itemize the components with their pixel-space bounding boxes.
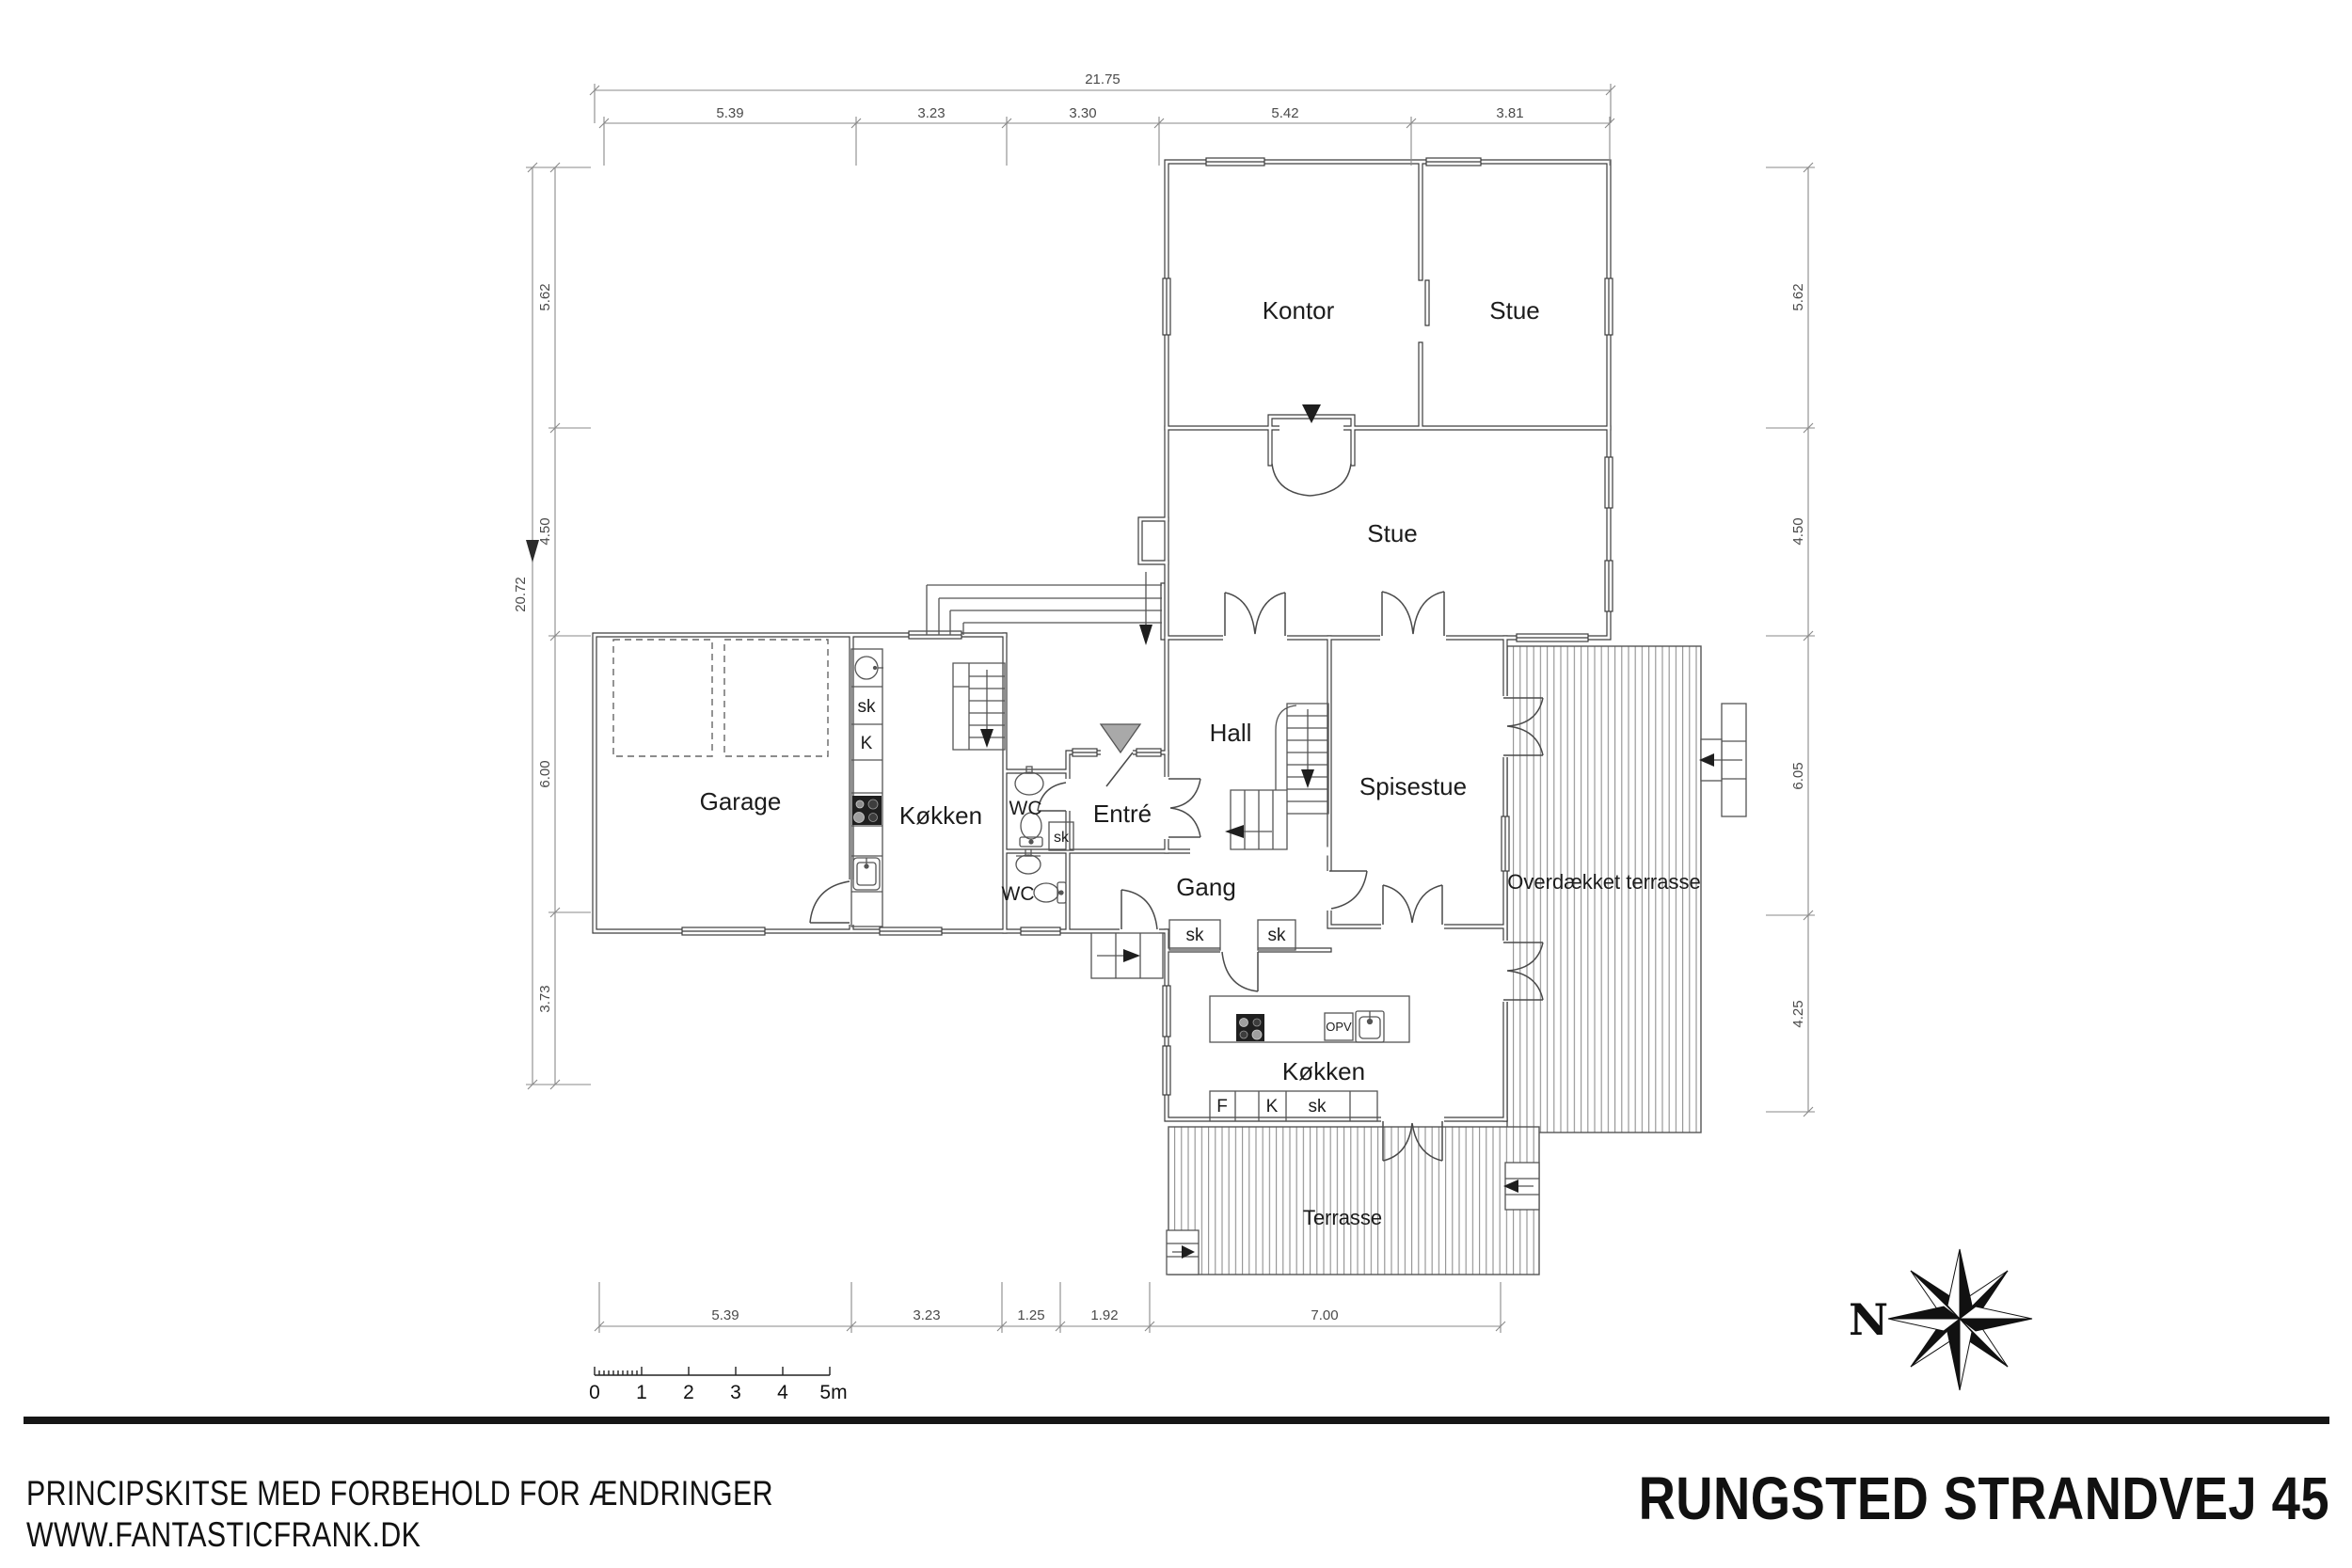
dim-right-seg-2: 6.05	[1790, 762, 1806, 789]
west-steps	[1090, 932, 1164, 979]
room-label-kokken-south: Køkken	[1282, 1057, 1365, 1085]
dim-right-seg-1: 4.50	[1790, 517, 1806, 545]
footer-website-text: WWW.FANTASTICFRANK.DK	[26, 1515, 421, 1554]
deck-overdaekket-terrasse	[1506, 645, 1702, 1133]
scale-label-2: 2	[683, 1382, 694, 1403]
windows	[681, 157, 1613, 1096]
fridge-label-k-counter: K	[861, 734, 873, 753]
dimension-lines	[526, 84, 1815, 1333]
dim-bottom-seg-4: 7.00	[1311, 1307, 1338, 1323]
entrance-arrow	[1099, 723, 1142, 754]
terrasse-steps-right	[1503, 1162, 1540, 1211]
footer-disclaimer-text: PRINCIPSKITSE MED FORBEHOLD FOR ÆNDRINGE…	[26, 1474, 773, 1513]
porch-direction-arrow	[1302, 404, 1321, 423]
dim-top-seg-2: 3.30	[1069, 105, 1096, 121]
dim-right-seg-3: 4.25	[1790, 1000, 1806, 1027]
dim-bottom-seg-2: 1.25	[1017, 1307, 1044, 1323]
compass-rose: N	[1849, 1248, 2033, 1391]
dim-top-seg-4: 3.81	[1496, 105, 1523, 121]
scale-bar: 0 1 2 3 4 5m	[589, 1367, 848, 1403]
dim-bottom-seg-0: 5.39	[711, 1307, 739, 1323]
overdaekket-steps-east	[1699, 703, 1747, 817]
scale-label-5m: 5m	[819, 1382, 847, 1403]
closets	[1048, 821, 1296, 951]
scale-label-0: 0	[589, 1382, 600, 1403]
room-label-hall: Hall	[1210, 719, 1252, 747]
room-label-kokken-west: Køkken	[899, 801, 982, 830]
dim-top-seg-3: 5.42	[1271, 105, 1298, 121]
room-label-entre: Entré	[1093, 800, 1152, 828]
stairs-hall	[1225, 703, 1329, 850]
compass-north-label: N	[1849, 1294, 1888, 1345]
dim-top-overall: 21.75	[1085, 71, 1120, 87]
cabinet-label-k: K	[1266, 1097, 1279, 1117]
wc-upper-fixtures	[1014, 766, 1044, 847]
room-label-overdaekket-terrasse: Overdækket terrasse	[1507, 870, 1700, 894]
dim-right-seg-0: 5.62	[1790, 283, 1806, 310]
deck-terrasse	[1168, 1126, 1540, 1275]
doors	[809, 463, 1544, 1162]
dim-left-seg-1: 4.50	[537, 517, 553, 545]
room-label-garage: Garage	[700, 787, 782, 816]
closet-label-sk-gang-2: sk	[1268, 926, 1287, 945]
dishwasher-label-opv: OPV	[1326, 1020, 1352, 1034]
dim-left-seg-3: 3.73	[537, 985, 553, 1012]
cabinet-label-f: F	[1216, 1097, 1228, 1117]
scale-label-3: 3	[730, 1382, 741, 1403]
dim-left-arrow	[526, 540, 539, 562]
stairs-kitchen	[952, 662, 1006, 751]
dim-bottom-seg-1: 3.23	[913, 1307, 940, 1323]
footer-disclaimer-block: PRINCIPSKITSE MED FORBEHOLD FOR ÆNDRINGE…	[26, 1473, 773, 1556]
room-label-gang: Gang	[1176, 873, 1236, 901]
dim-bottom-seg-3: 1.92	[1090, 1307, 1118, 1323]
room-label-wc-lower: WC	[1002, 883, 1035, 905]
wc-lower-fixtures	[1015, 848, 1067, 904]
kitchen-cabinet-row	[1209, 1090, 1378, 1122]
dim-left-seg-2: 6.00	[537, 760, 553, 787]
page-title: RUNGSTED STRANDVEJ 45	[1638, 1465, 2329, 1532]
dim-left-seg-0: 5.62	[537, 283, 553, 310]
room-label-stue-main: Stue	[1367, 519, 1418, 547]
dim-left-overall: 20.72	[513, 577, 529, 612]
closet-label-sk-counter: sk	[858, 697, 877, 717]
kitchen-west-counter	[850, 648, 883, 927]
terrasse-steps-left	[1166, 1229, 1200, 1275]
scale-label-1: 1	[636, 1382, 647, 1403]
entrance-steps	[926, 572, 1162, 645]
kitchen-island	[1209, 995, 1410, 1043]
room-label-kontor: Kontor	[1263, 296, 1335, 325]
dim-top-seg-0: 5.39	[716, 105, 743, 121]
cabinet-label-sk: sk	[1309, 1097, 1327, 1117]
dim-top-seg-1: 3.23	[917, 105, 945, 121]
room-label-terrasse: Terrasse	[1303, 1206, 1382, 1229]
room-label-wc-upper: WC	[1009, 798, 1042, 819]
parking-bays	[612, 639, 829, 757]
scale-label-4: 4	[777, 1382, 788, 1403]
room-label-spisestue: Spisestue	[1359, 772, 1467, 800]
room-label-stue-top: Stue	[1489, 296, 1540, 325]
footer-divider	[24, 1417, 2329, 1424]
closet-label-sk-gang-1: sk	[1186, 926, 1205, 945]
closet-label-sk-entre: sk	[1054, 830, 1070, 846]
